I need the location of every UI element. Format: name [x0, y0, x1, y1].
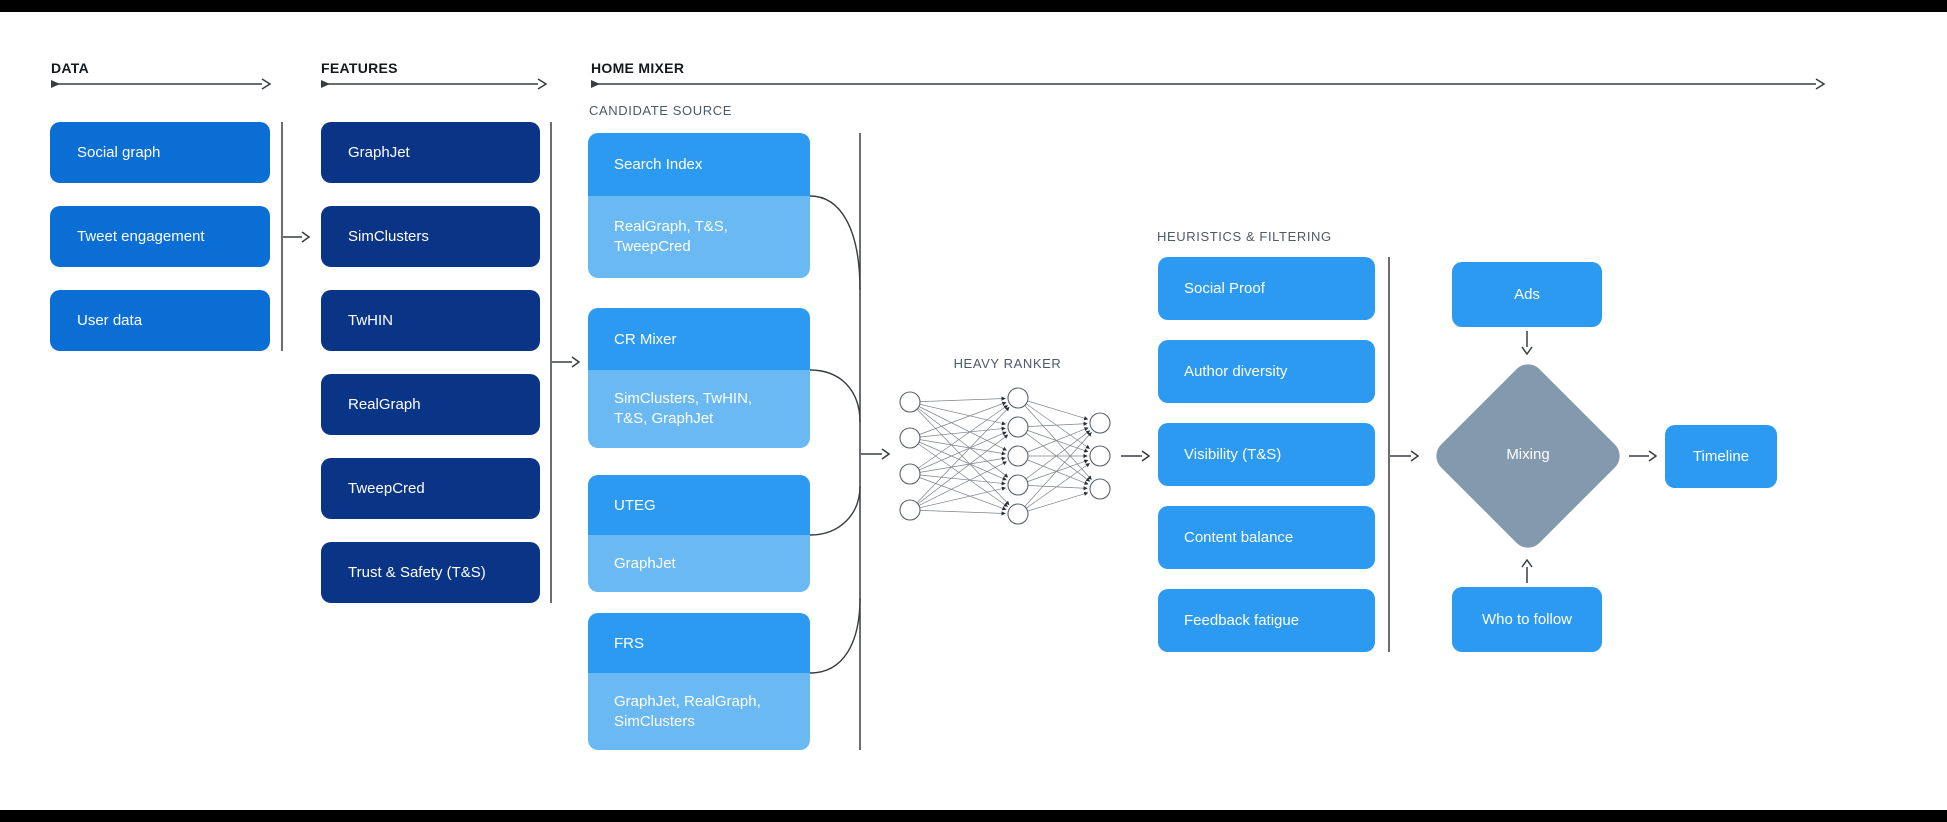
box-trust-safety: Trust & Safety (T&S) — [321, 542, 540, 603]
candidate-source-features: GraphJet, RealGraph, SimClusters — [588, 673, 810, 750]
box-author-diversity: Author diversity — [1158, 340, 1375, 403]
candidate-source-name: UTEG — [588, 475, 810, 535]
arrow-ranker-to-heuristics — [1121, 450, 1151, 462]
home-mixer-section-label: HOME MIXER — [591, 60, 685, 76]
box-content-balance: Content balance — [1158, 506, 1375, 569]
arrow-features-to-mixer — [552, 356, 581, 368]
candidate-source-features: RealGraph, T&S, TweepCred — [588, 196, 810, 278]
box-visibility: Visibility (T&S) — [1158, 423, 1375, 486]
candidate-group-frs: FRS GraphJet, RealGraph, SimClusters — [588, 613, 810, 750]
candidate-source-name: Search Index — [588, 133, 810, 196]
heavy-ranker-label: HEAVY RANKER — [953, 356, 1062, 371]
candidate-group-cr-mixer: CR Mixer SimClusters, TwHIN, T&S, GraphJ… — [588, 308, 810, 448]
heuristics-filtering-label: HEURISTICS & FILTERING — [1157, 229, 1332, 244]
box-timeline: Timeline — [1665, 425, 1777, 488]
box-realgraph: RealGraph — [321, 374, 540, 435]
connector-uteg — [809, 485, 861, 536]
candidate-source-name: FRS — [588, 613, 810, 673]
bottom-letterbox-bar — [0, 810, 1947, 822]
data-section-arrow — [51, 78, 272, 90]
mixing-diamond-label: Mixing — [1506, 446, 1550, 463]
candidate-source-name: CR Mixer — [588, 308, 810, 370]
candidate-source-features: GraphJet — [588, 535, 810, 592]
box-social-graph: Social graph — [50, 122, 270, 183]
box-graphjet: GraphJet — [321, 122, 540, 183]
home-mixer-section-arrow — [591, 78, 1826, 90]
box-ads: Ads — [1452, 262, 1602, 327]
candidate-group-uteg: UTEG GraphJet — [588, 475, 810, 592]
candidate-group-search-index: Search Index RealGraph, T&S, TweepCred — [588, 133, 810, 278]
box-social-proof: Social Proof — [1158, 257, 1375, 320]
connector-cr-mixer — [809, 369, 861, 423]
arrow-mixing-to-timeline — [1629, 450, 1658, 462]
candidate-source-features: SimClusters, TwHIN, T&S, GraphJet — [588, 370, 810, 448]
connector-frs — [809, 597, 861, 674]
box-user-data: User data — [50, 290, 270, 351]
features-section-arrow — [321, 78, 548, 90]
box-tweepcred: TweepCred — [321, 458, 540, 519]
box-simclusters: SimClusters — [321, 206, 540, 267]
arrow-heuristics-to-mixing — [1390, 450, 1420, 462]
box-tweet-engagement: Tweet engagement — [50, 206, 270, 267]
heavy-ranker-network — [899, 387, 1111, 525]
box-twhin: TwHIN — [321, 290, 540, 351]
features-section-label: FEATURES — [321, 60, 398, 76]
arrow-into-heavy-ranker — [861, 448, 891, 460]
box-who-to-follow: Who to follow — [1452, 587, 1602, 652]
box-feedback-fatigue: Feedback fatigue — [1158, 589, 1375, 652]
top-letterbox-bar — [0, 0, 1947, 12]
connector-search-index — [809, 195, 861, 291]
candidate-source-label: CANDIDATE SOURCE — [589, 103, 732, 118]
data-section-label: DATA — [51, 60, 90, 76]
arrow-ads-to-mixing — [1521, 331, 1533, 356]
arrow-whotofollow-to-mixing — [1521, 558, 1533, 583]
arrow-data-to-features — [283, 231, 311, 243]
